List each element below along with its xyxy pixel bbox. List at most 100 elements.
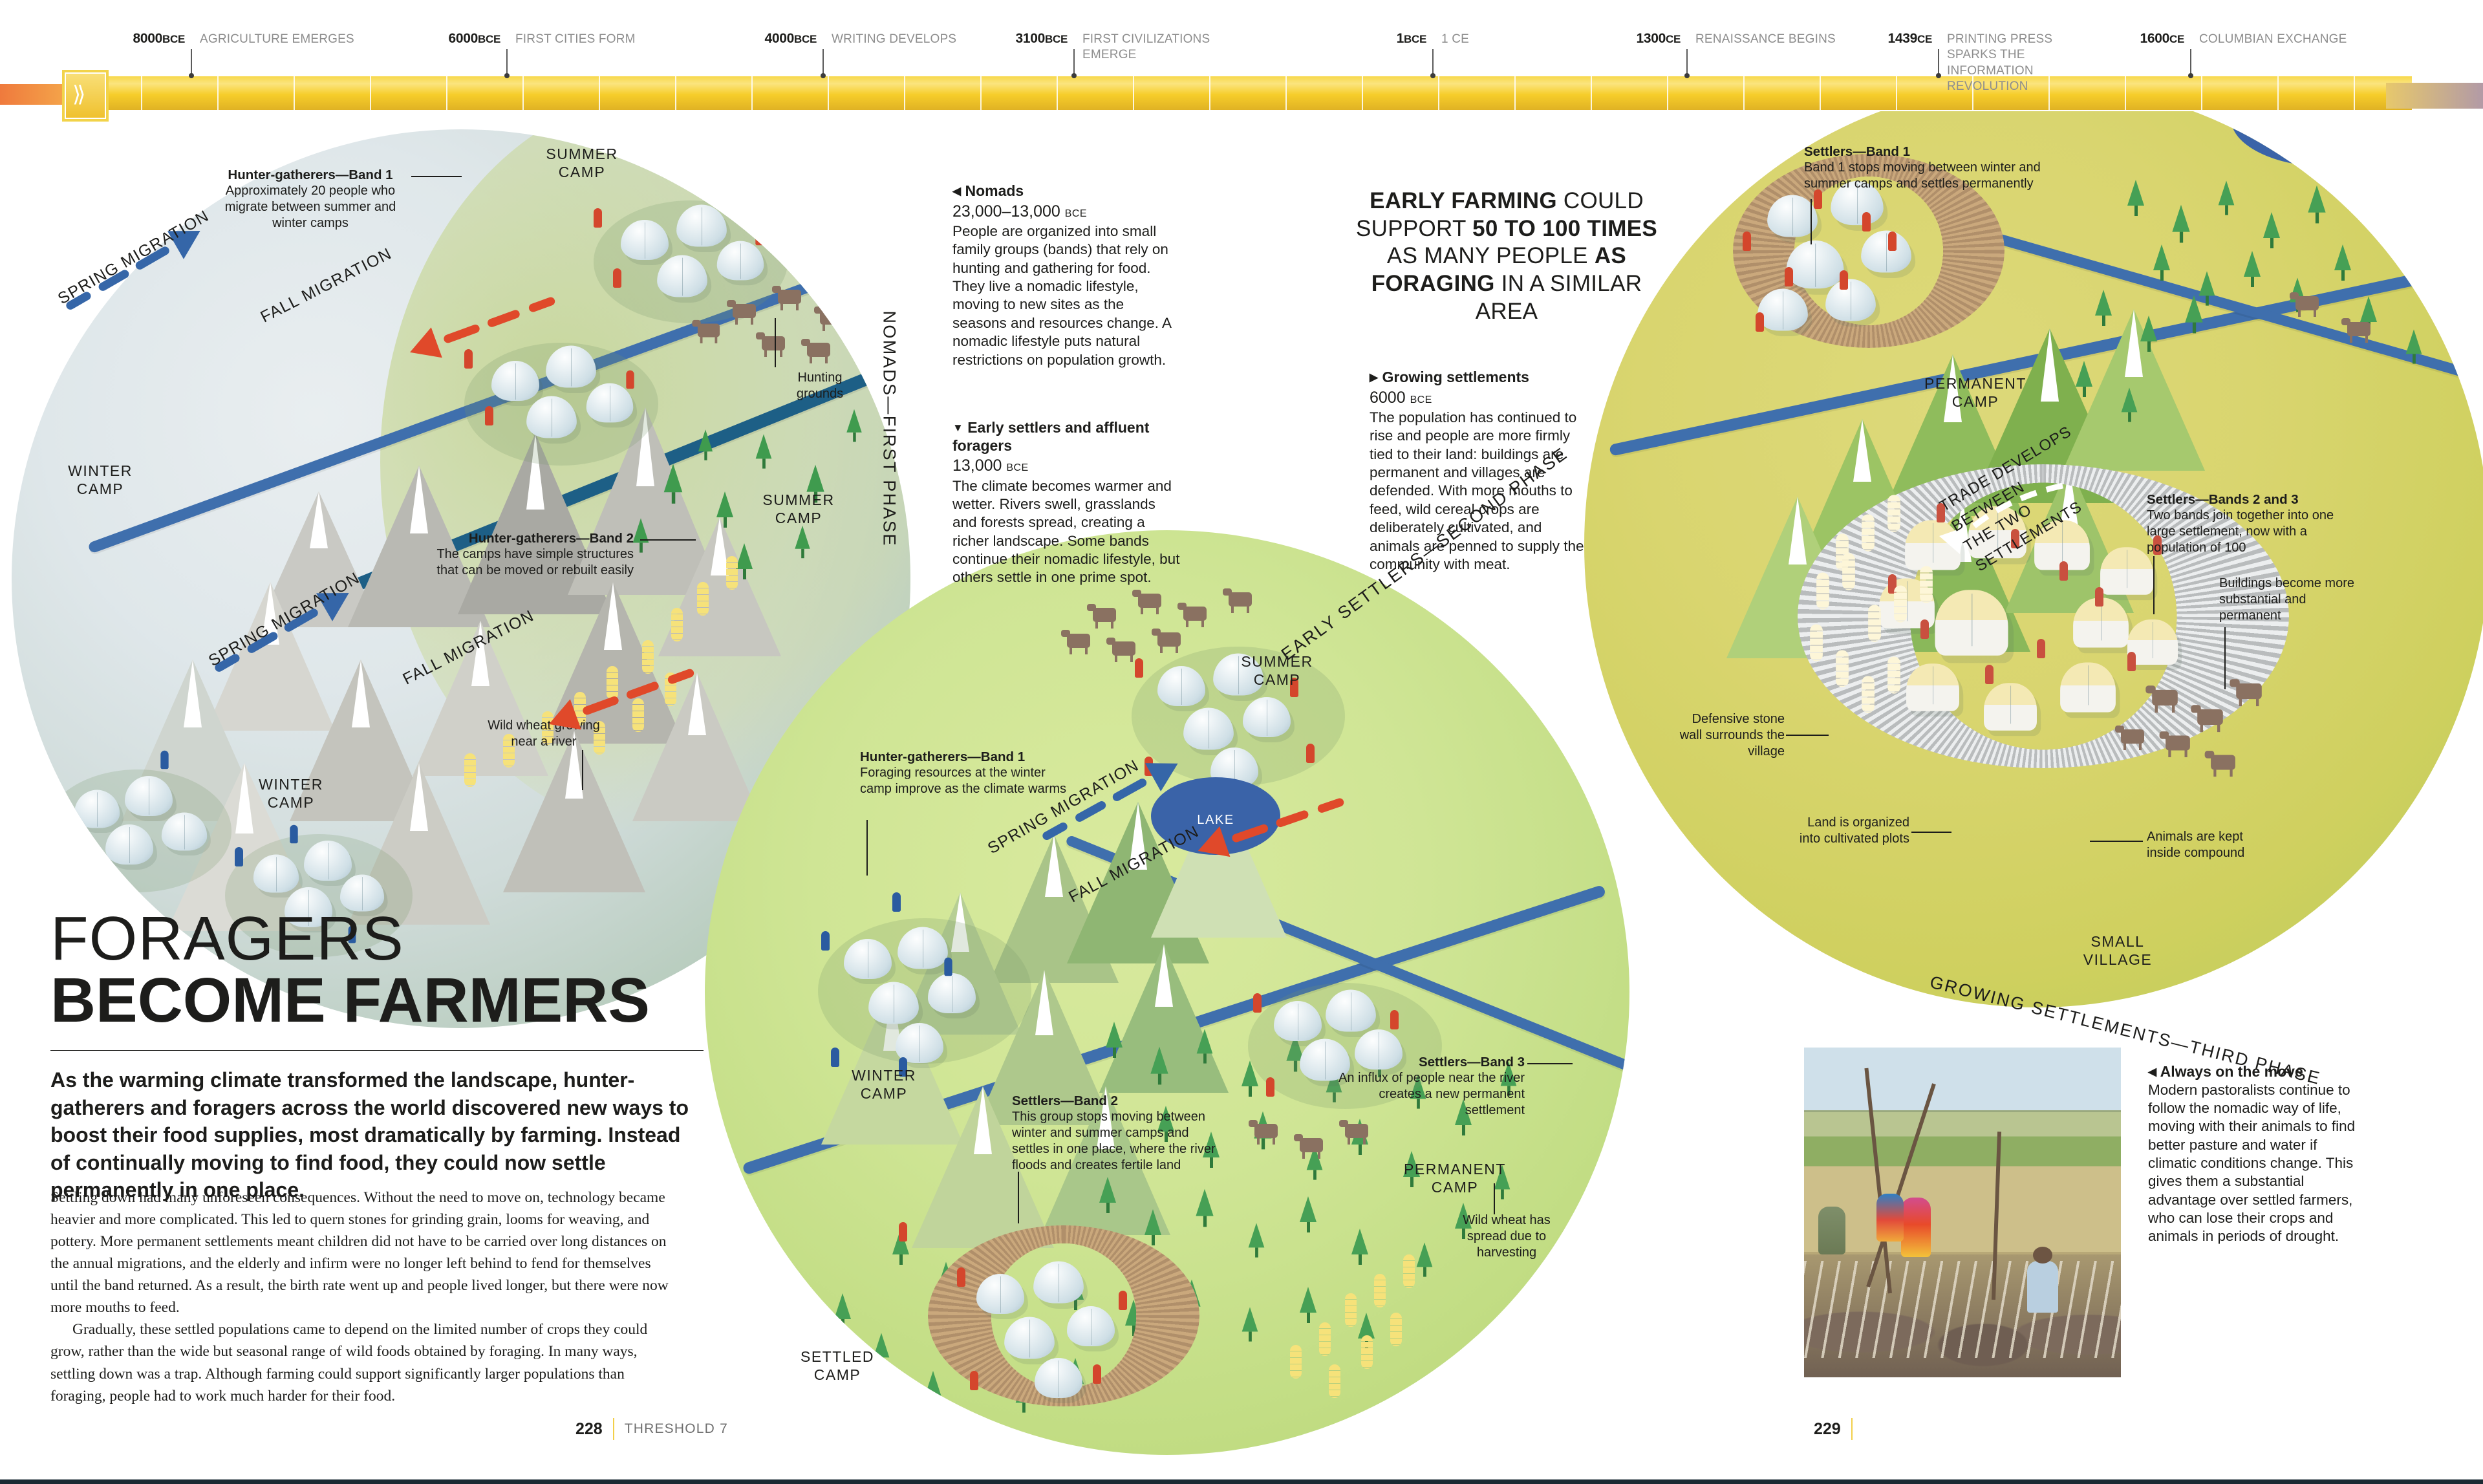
person-figure-icon bbox=[1785, 267, 1793, 286]
bottom-rule bbox=[0, 1479, 2483, 1484]
threshold-label: THRESHOLD 7 bbox=[624, 1421, 728, 1436]
animal-icon bbox=[1152, 629, 1181, 653]
animal-head bbox=[1132, 590, 1141, 597]
tree-icon bbox=[2153, 244, 2170, 281]
animal-icon bbox=[1087, 604, 1116, 629]
folio-right: 229 bbox=[1814, 1418, 1853, 1440]
hut-icon bbox=[1326, 989, 1376, 1032]
tick-stem bbox=[1686, 49, 1688, 76]
mountain-snowcap bbox=[1789, 497, 1807, 565]
person-figure-icon bbox=[899, 1222, 907, 1242]
callout-label: Buildings become more substantial and pe… bbox=[2219, 575, 2361, 623]
tree-icon bbox=[1157, 1106, 1174, 1142]
timeline-chevron-icon[interactable]: ⟩⟩ bbox=[62, 70, 109, 122]
tree-icon bbox=[663, 464, 683, 504]
tree-trunk bbox=[762, 458, 766, 469]
tree-canopy bbox=[1300, 1287, 1317, 1313]
tree-canopy bbox=[1455, 1099, 1472, 1125]
leader-line bbox=[1811, 199, 1812, 244]
page-title: FORAGERS BECOME FARMERS bbox=[50, 908, 704, 1036]
stat-seg2: COULD SUPPORT bbox=[1356, 188, 1644, 241]
tree-trunk bbox=[1248, 1331, 1252, 1342]
person-figure-icon bbox=[755, 226, 764, 246]
hut-icon bbox=[2100, 547, 2153, 595]
person-figure-icon bbox=[1145, 757, 1153, 776]
person-figure-icon bbox=[1937, 503, 1945, 522]
leader-line bbox=[2224, 627, 2226, 689]
tree-canopy bbox=[2121, 387, 2138, 413]
tick-stem bbox=[191, 49, 192, 76]
leader-line bbox=[411, 176, 462, 177]
tree-canopy bbox=[2244, 251, 2261, 277]
tree-icon bbox=[1455, 1203, 1472, 1239]
folio-divider bbox=[612, 1418, 614, 1440]
person-figure-icon bbox=[1862, 212, 1871, 231]
animal-icon bbox=[692, 319, 720, 343]
animal-head bbox=[1106, 638, 1115, 645]
photo-boy bbox=[2027, 1247, 2058, 1313]
animal-head bbox=[801, 339, 810, 346]
tree-canopy bbox=[2140, 316, 2157, 341]
tree-canopy bbox=[925, 1371, 941, 1397]
tree-canopy bbox=[1300, 1196, 1317, 1222]
tree-icon bbox=[2140, 316, 2157, 352]
tree-icon bbox=[2308, 185, 2326, 224]
title-line2: BECOME FARMERS bbox=[50, 965, 650, 1036]
animal-head bbox=[1294, 1134, 1303, 1141]
lake-label: LAKE bbox=[1197, 813, 1234, 828]
mountain-snowcap bbox=[974, 1086, 992, 1154]
tree-icon bbox=[2121, 387, 2138, 422]
callout-heading: Settlers—Band 3 bbox=[1418, 1055, 1525, 1070]
wheat-icon bbox=[1374, 1274, 1386, 1307]
page-number-right: 229 bbox=[1814, 1419, 1841, 1438]
tree-trunk bbox=[2270, 238, 2273, 248]
tree-canopy bbox=[2405, 329, 2422, 354]
callout-heading: Hunter-gatherers—Band 1 bbox=[860, 749, 1026, 764]
tree-canopy bbox=[1145, 1209, 1161, 1235]
animal-icon bbox=[2159, 731, 2190, 758]
tree-trunk bbox=[1254, 1247, 1258, 1258]
tree-canopy bbox=[1416, 1242, 1433, 1267]
tree-icon bbox=[1494, 1165, 1510, 1199]
tree-trunk bbox=[1022, 1403, 1026, 1413]
tick-year: 1600CE bbox=[2140, 31, 2184, 46]
hut-icon bbox=[125, 776, 173, 816]
wheat-icon bbox=[1290, 1345, 1302, 1379]
body-paragraph-1: Settling down had many unforeseen conseq… bbox=[50, 1189, 669, 1317]
tick-stem bbox=[506, 49, 508, 76]
person-figure-icon bbox=[892, 892, 901, 912]
wheat-icon bbox=[1862, 676, 1875, 713]
tick-dot bbox=[189, 73, 194, 78]
stat-seg1: EARLY FARMING bbox=[1370, 188, 1557, 213]
mountain-snowcap bbox=[310, 491, 328, 548]
tree-trunk bbox=[1332, 1092, 1336, 1102]
tree-canopy bbox=[1242, 1060, 1258, 1086]
tree-icon bbox=[1416, 1242, 1433, 1277]
animal-head bbox=[2341, 318, 2350, 325]
tree-canopy bbox=[2308, 185, 2326, 213]
body-copy: Settling down had many unforeseen conseq… bbox=[50, 1187, 678, 1407]
wheat-icon bbox=[1862, 514, 1875, 552]
tree-icon bbox=[632, 518, 649, 553]
hut-icon bbox=[1274, 1001, 1322, 1041]
scene-early-settlers-second-phase: LAKE bbox=[705, 530, 1629, 1455]
mountain-snowcap bbox=[1853, 419, 1871, 482]
mountain-snowcap bbox=[184, 660, 202, 727]
animal-icon bbox=[2204, 751, 2235, 777]
tick-year: 1300CE bbox=[1636, 31, 1681, 46]
person-figure-icon bbox=[1888, 231, 1897, 251]
hut-icon bbox=[2060, 662, 2116, 713]
tree-trunk bbox=[1410, 1177, 1413, 1187]
animal-head bbox=[1249, 1120, 1258, 1127]
triangle-down-icon: ▼ bbox=[952, 422, 963, 434]
person-figure-icon bbox=[1266, 1077, 1274, 1097]
tree-trunk bbox=[1461, 1125, 1465, 1135]
note-growing-settlements-date: 6000 BCE bbox=[1370, 388, 1432, 407]
hut-icon bbox=[676, 204, 727, 247]
title-line1: FORAGERS bbox=[50, 904, 404, 973]
person-figure-icon bbox=[50, 857, 59, 876]
